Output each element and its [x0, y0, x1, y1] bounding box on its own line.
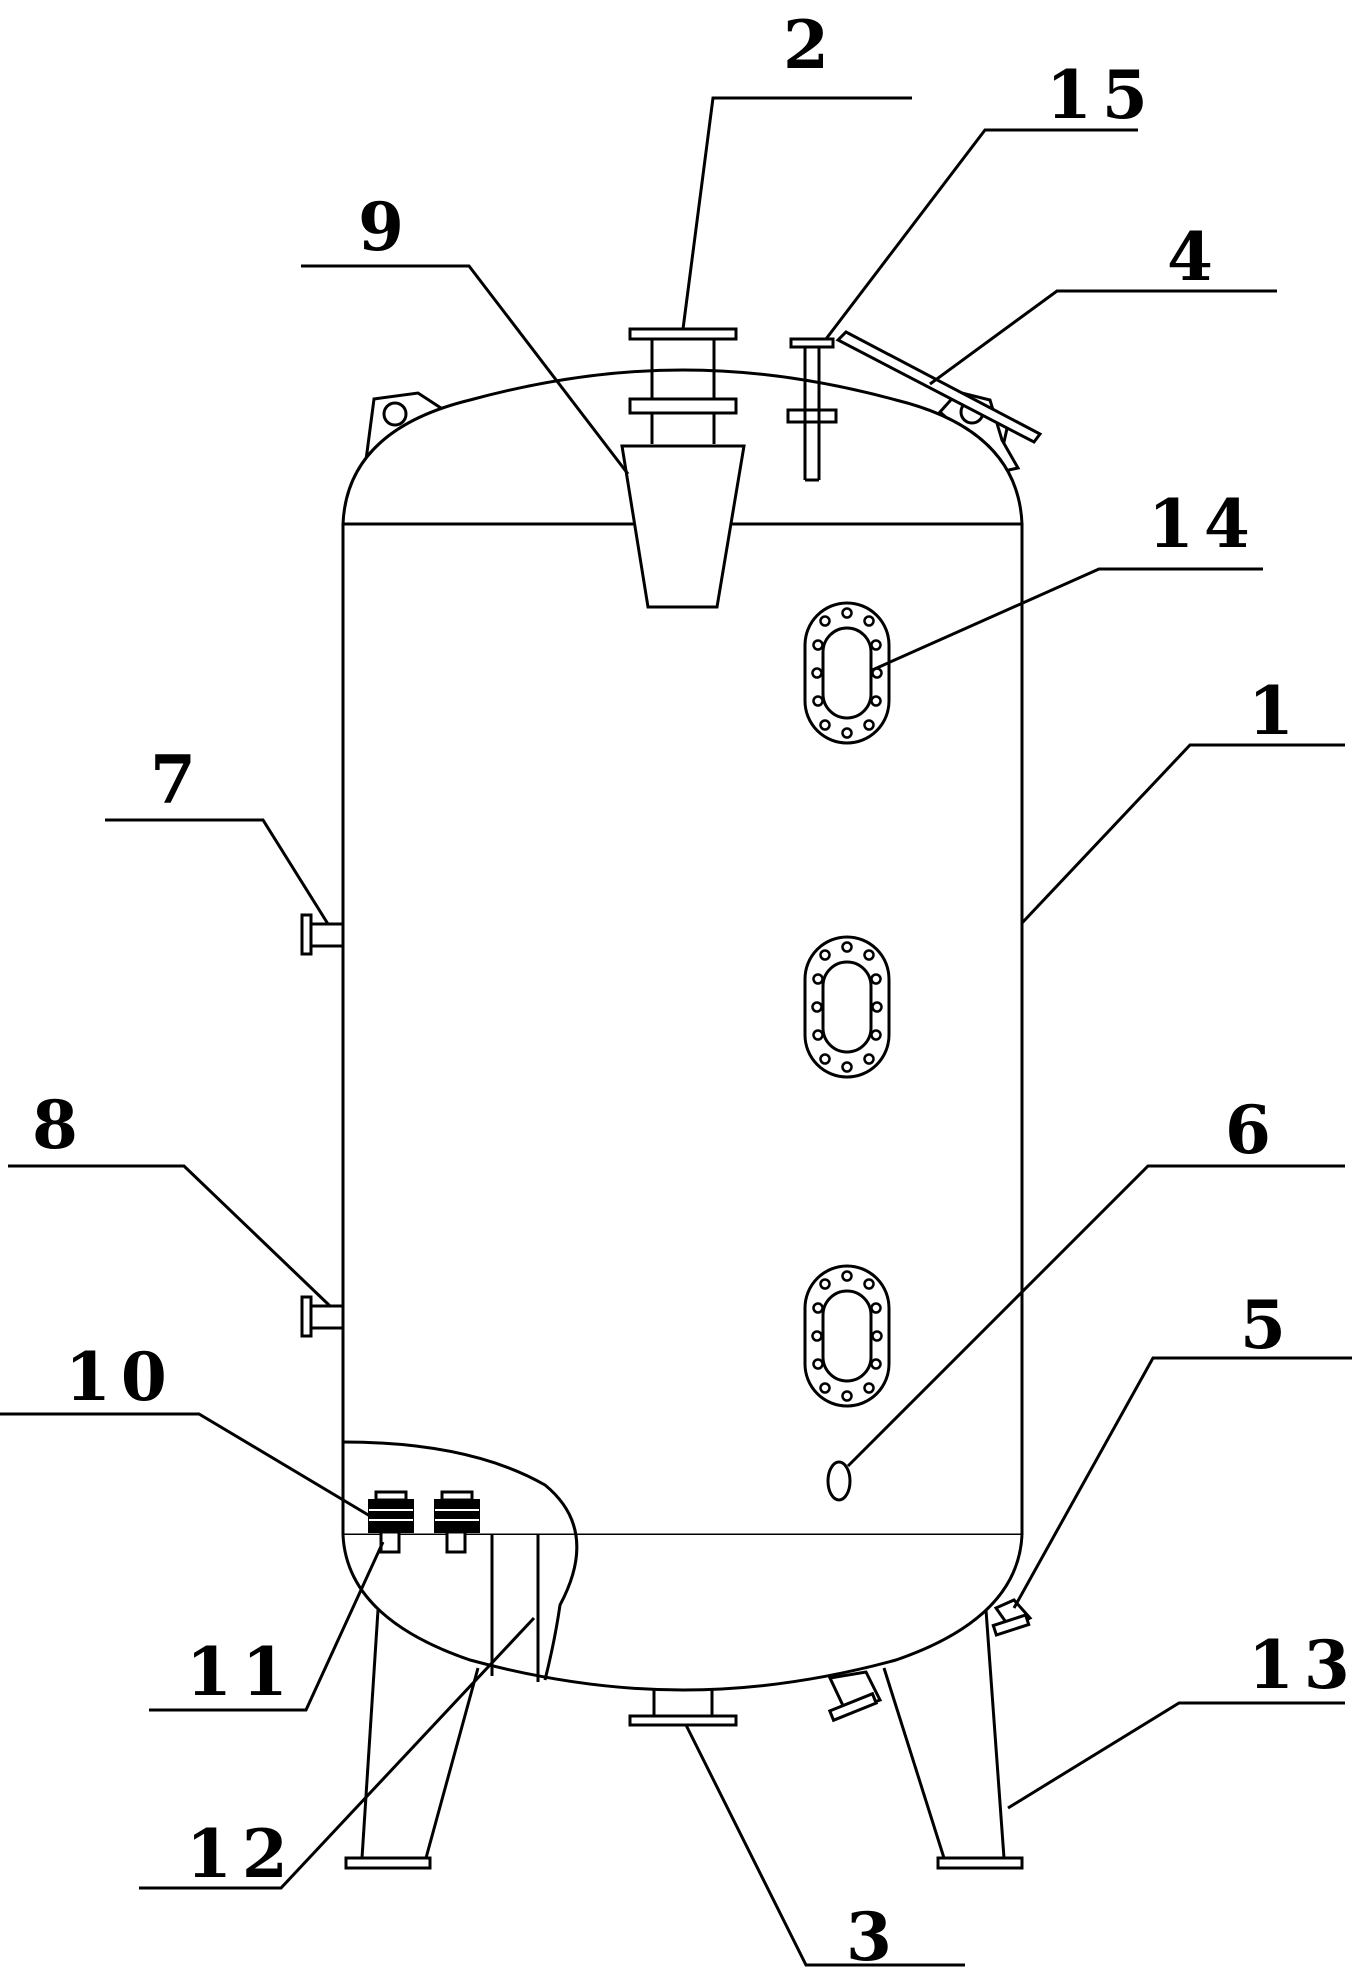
manhole-bolt	[870, 695, 882, 707]
tank-body	[341, 522, 1024, 1537]
label-13: 13	[1248, 1626, 1352, 1704]
label-12: 12	[186, 1815, 298, 1893]
manhole-bolt	[811, 667, 823, 679]
label-15: 15	[1046, 56, 1158, 134]
top-vent-arm	[835, 330, 1043, 444]
nozzle-cap-right	[434, 1490, 480, 1554]
manhole-bolt	[863, 949, 875, 961]
manhole-bolt	[819, 719, 831, 731]
manhole-bolt	[841, 727, 853, 739]
center-pipe	[490, 1535, 540, 1682]
leader-lines	[0, 96, 1352, 1967]
label-9: 9	[358, 188, 414, 266]
manhole-bolt	[863, 1278, 875, 1290]
label-6: 6	[1225, 1091, 1281, 1169]
manhole-bolt	[870, 1029, 882, 1041]
manhole-bolt	[812, 1029, 824, 1041]
manhole-bolt	[870, 973, 882, 985]
manhole-bolt	[841, 941, 853, 953]
manhole-bolt	[841, 1061, 853, 1073]
manhole-bolt	[819, 1053, 831, 1065]
label-1: 1	[1248, 672, 1304, 750]
manhole-bolt	[871, 1001, 883, 1013]
manhole-bolt	[819, 1382, 831, 1394]
label-14: 14	[1148, 485, 1260, 563]
label-4: 4	[1167, 218, 1223, 296]
label-3: 3	[846, 1898, 902, 1968]
label-10: 10	[65, 1338, 177, 1416]
side-nozzle-upper	[300, 913, 343, 956]
manhole-bolt	[863, 1053, 875, 1065]
manhole-upper	[803, 601, 891, 745]
manhole-bolt	[841, 607, 853, 619]
manhole-bolt	[870, 1302, 882, 1314]
manhole-bolt	[812, 973, 824, 985]
label-7: 7	[150, 741, 206, 819]
bottom-outlet	[628, 1688, 738, 1727]
manhole-lower	[803, 1264, 891, 1408]
angled-bottom-nozzle	[827, 1670, 883, 1723]
nozzle-cap-left	[368, 1490, 414, 1554]
top-small-pipe	[786, 337, 838, 482]
manhole-bolt	[841, 1270, 853, 1282]
manhole-bolt	[812, 1302, 824, 1314]
distributor-cone	[620, 444, 746, 609]
label-8: 8	[32, 1086, 88, 1164]
side-nozzle-lower	[300, 1295, 343, 1338]
manhole-bolt	[863, 615, 875, 627]
support-legs	[344, 1609, 1024, 1870]
label-11: 11	[186, 1633, 298, 1711]
manhole-bolt	[871, 1330, 883, 1342]
label-2: 2	[783, 6, 839, 84]
manhole-bolt	[812, 695, 824, 707]
manhole-bolt	[863, 1382, 875, 1394]
sight-glass	[826, 1460, 852, 1502]
manhole-bolt	[870, 1358, 882, 1370]
number-labels: 2 15 9 4 14 1 7 8 6 5 10 11 12 13 3	[32, 6, 1352, 1968]
manhole-bolt	[819, 949, 831, 961]
manhole-bolt	[812, 1358, 824, 1370]
bottom-head	[341, 1534, 1024, 1692]
manhole-bolt	[841, 1390, 853, 1402]
manhole-bolt	[819, 615, 831, 627]
manhole-bolt	[812, 639, 824, 651]
manhole-bolt	[811, 1001, 823, 1013]
bottom-nozzle	[991, 1598, 1033, 1637]
manhole-bolt	[819, 1278, 831, 1290]
internal-plate	[341, 1440, 579, 1681]
manhole-bolt	[863, 719, 875, 731]
manhole-bolt	[811, 1330, 823, 1342]
manhole-middle	[803, 935, 891, 1079]
manhole-bolt	[870, 639, 882, 651]
label-5: 5	[1240, 1286, 1296, 1364]
